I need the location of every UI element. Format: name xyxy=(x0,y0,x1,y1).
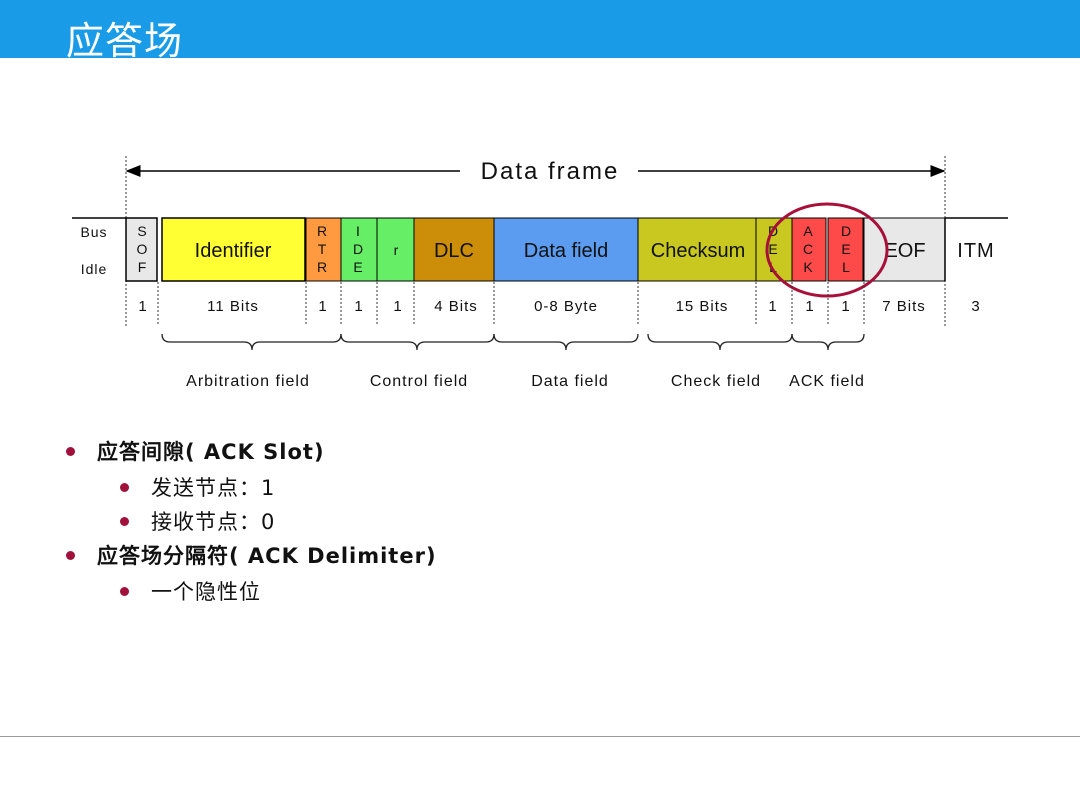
field-ack-delimiter: D E L xyxy=(827,217,864,282)
field-rtr: R T R xyxy=(305,217,342,282)
svg-text:K: K xyxy=(803,259,813,275)
group-control-label: Control field xyxy=(370,373,468,390)
svg-text:Identifier: Identifier xyxy=(195,240,272,262)
bits-identifier: 11 Bits xyxy=(207,298,259,315)
bits-eof: 7 Bits xyxy=(882,298,926,315)
brace-ack xyxy=(791,333,865,351)
svg-text:Data field: Data field xyxy=(524,240,609,262)
svg-text:L: L xyxy=(842,259,850,275)
footer-divider xyxy=(0,736,1080,737)
svg-text:T: T xyxy=(318,241,327,257)
bits-r: 1 xyxy=(393,298,402,315)
svg-text:D: D xyxy=(353,241,363,257)
field-r: r xyxy=(376,217,415,282)
field-itm-label: ITM xyxy=(957,240,994,262)
svg-text:D: D xyxy=(841,223,851,239)
svg-text:L: L xyxy=(769,259,777,275)
bits-dlc: 4 Bits xyxy=(434,298,478,315)
bits-ack-delimiter: 1 xyxy=(841,298,850,315)
field-dlc: DLC xyxy=(413,217,495,282)
group-check-label: Check field xyxy=(671,373,761,390)
svg-text:EOF: EOF xyxy=(884,240,925,262)
bits-sof: 1 xyxy=(138,298,147,315)
bit-separators xyxy=(157,282,865,326)
brace-control xyxy=(340,333,495,351)
bits-crc-delimiter: 1 xyxy=(768,298,777,315)
svg-text:R: R xyxy=(317,259,327,275)
ack-highlight-circle xyxy=(765,202,889,298)
bits-itm: 3 xyxy=(971,298,980,315)
svg-text:F: F xyxy=(138,259,147,275)
bus-idle-label-1: Bus xyxy=(80,224,107,240)
svg-text:C: C xyxy=(803,241,813,257)
group-ack-label: ACK field xyxy=(789,373,865,390)
bus-idle-label-2: Idle xyxy=(81,261,108,277)
svg-text:A: A xyxy=(803,223,813,239)
svg-text:E: E xyxy=(841,241,850,257)
svg-text:R: R xyxy=(317,223,327,239)
field-ide: I D E xyxy=(340,217,378,282)
field-identifier: Identifier xyxy=(161,217,306,282)
page-title: 应答场 xyxy=(66,19,184,63)
bits-checksum: 15 Bits xyxy=(676,298,729,315)
field-ack-slot: A C K xyxy=(791,217,827,282)
group-arbitration-label: Arbitration field xyxy=(186,373,310,390)
brace-check xyxy=(647,333,793,351)
svg-text:E: E xyxy=(353,259,362,275)
brace-data xyxy=(493,333,639,351)
frame-label: Data frame xyxy=(481,158,620,185)
bits-data: 0-8 Byte xyxy=(534,298,598,315)
group-data-label: Data field xyxy=(531,373,609,390)
field-sof: S O F xyxy=(125,217,158,282)
field-data: Data field xyxy=(493,217,639,282)
bits-rtr: 1 xyxy=(318,298,327,315)
svg-text:S: S xyxy=(137,223,146,239)
svg-text:r: r xyxy=(394,242,399,258)
field-checksum: Checksum xyxy=(637,217,757,282)
svg-text:E: E xyxy=(768,241,777,257)
svg-text:DLC: DLC xyxy=(434,240,474,262)
bits-ide: 1 xyxy=(354,298,363,315)
bits-ack-slot: 1 xyxy=(805,298,814,315)
svg-text:Checksum: Checksum xyxy=(651,240,745,262)
brace-arbitration xyxy=(161,333,342,351)
svg-text:O: O xyxy=(137,241,148,257)
field-eof: EOF xyxy=(863,217,946,282)
title-bar: 应答场 xyxy=(0,0,1080,63)
svg-text:I: I xyxy=(356,223,360,239)
